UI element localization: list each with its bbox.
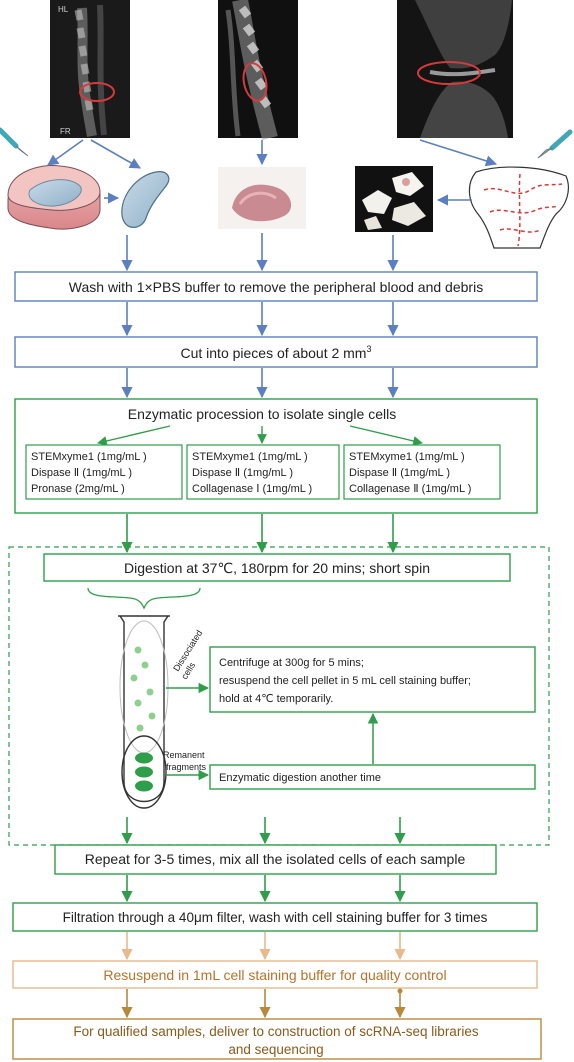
ct-cervical-image [218, 0, 298, 138]
resuspend-step: Resuspend in 1mL cell staining buffer fo… [13, 961, 537, 988]
digestion-step: Digestion at 37℃, 180rpm for 20 mins; sh… [44, 554, 510, 581]
enzymatic-again-step: Enzymatic digestion another time [210, 765, 535, 789]
joint-bone-illustration [469, 167, 568, 248]
digestion-text: Digestion at 37℃, 180rpm for 20 mins; sh… [124, 560, 430, 576]
cut-text: Cut into pieces of about 2 mm3 [180, 344, 371, 361]
mri-knee-image [397, 0, 513, 138]
brace [88, 588, 200, 608]
mri-label-bottom: FR [60, 127, 71, 136]
tan-arrows [127, 932, 400, 959]
enzyme-line: Dispase Ⅱ (1mg/mL ) [31, 467, 132, 479]
mri-label-top: HL [58, 5, 69, 14]
brown-arrows [127, 989, 403, 1018]
remanent-label: fragments [166, 762, 207, 772]
scalpel-icon-right [538, 132, 570, 158]
intervertebral-disc-illustration [8, 165, 100, 229]
enzyme-line: STEMxyme1 (1mg/mL ) [31, 451, 147, 463]
enzyme-box-disc: STEMxyme1 (1mg/mL ) Dispase Ⅱ (1mg/mL ) … [26, 445, 182, 499]
test-tube-illustration: Dissociated cells Remanent fragments [118, 616, 207, 808]
cut-step: Cut into pieces of about 2 mm3 [15, 337, 537, 367]
enzyme-box-ligament: STEMxyme1 (1mg/mL ) Dispase Ⅱ (1mg/mL ) … [187, 445, 339, 499]
enzymatic-step: Enzymatic procession to isolate single c… [15, 399, 537, 513]
green-arrows-filtration [127, 875, 400, 901]
enzyme-line: Dispase Ⅱ (1mg/mL ) [192, 467, 293, 479]
nucleus-pulposus-illustration [122, 172, 169, 228]
centrifuge-line: Centrifuge at 300g for 5 mins; [219, 657, 364, 669]
enzyme-line: Collagenase Ⅰ (1mg/mL ) [192, 483, 312, 495]
remanent-label: Remanent [163, 750, 205, 760]
centrifuge-line: resuspend the cell pellet in 5 mL cell s… [219, 675, 471, 687]
mri-lumbar-image: HL FR [50, 0, 130, 138]
green-arrows-repeat [127, 817, 400, 843]
qualified-step: For qualified samples, deliver to constr… [13, 1019, 541, 1059]
ligament-tissue-photo [218, 167, 306, 229]
qualified-text-line2: and sequencing [228, 1042, 323, 1057]
centrifuge-line: hold at 4℃ temporarily. [219, 693, 333, 705]
enzyme-line: STEMxyme1 (1mg/mL ) [349, 451, 465, 463]
filtration-step: Filtration through a 40μm filter, wash w… [13, 903, 537, 931]
resuspend-text: Resuspend in 1mL cell staining buffer fo… [103, 967, 446, 983]
enzyme-box-bone: STEMxyme1 (1mg/mL ) Dispase Ⅱ (1mg/mL ) … [344, 445, 500, 499]
repeat-text: Repeat for 3-5 times, mix all the isolat… [85, 851, 466, 867]
enzyme-line: Dispase Ⅱ (1mg/mL ) [349, 467, 450, 479]
enzymatic-title: Enzymatic procession to isolate single c… [128, 406, 396, 422]
qualified-text-line1: For qualified samples, deliver to constr… [73, 1024, 478, 1039]
centrifuge-step: Centrifuge at 300g for 5 mins; resuspend… [210, 647, 535, 712]
filtration-text: Filtration through a 40μm filter, wash w… [63, 910, 488, 925]
bone-fragments-photo [355, 166, 433, 232]
enzyme-line: STEMxyme1 (1mg/mL ) [192, 451, 308, 463]
green-arrows-digestion [127, 514, 393, 552]
wash-text: Wash with 1×PBS buffer to remove the per… [69, 279, 483, 295]
enzyme-line: Collagenase Ⅱ (1mg/mL ) [349, 483, 471, 495]
repeat-step: Repeat for 3-5 times, mix all the isolat… [55, 845, 496, 874]
scalpel-icon-left [0, 130, 28, 156]
wash-step: Wash with 1×PBS buffer to remove the per… [15, 272, 537, 301]
enzyme-line: Pronase (2mg/mL ) [31, 483, 125, 495]
enzymatic-again-text: Enzymatic digestion another time [219, 772, 381, 784]
